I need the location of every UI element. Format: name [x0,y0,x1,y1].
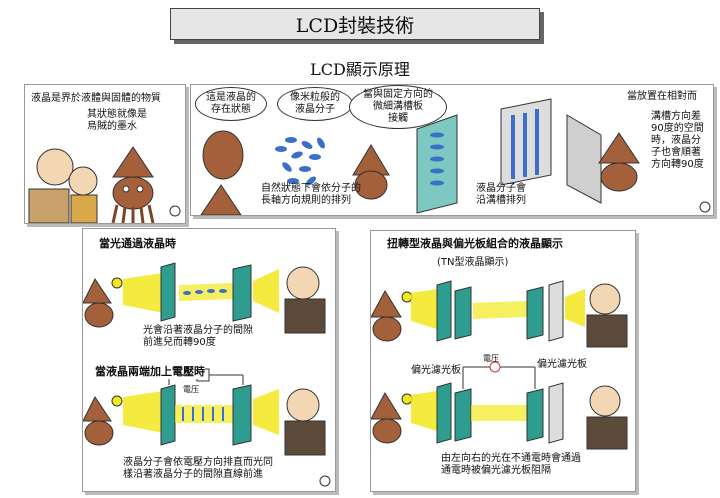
panel4-illustration [371,280,628,450]
panel3-heading1: 當光通過液晶時 [99,237,176,250]
light-beam-out [565,289,585,327]
polarizer-label-left: 偏光濾光板 [411,365,461,376]
groove-plate-left [454,286,472,340]
aligned-molecules [430,132,444,186]
polarizer-left [436,280,452,342]
page-title-text: LCD封裝技術 [295,14,415,37]
groove-plate-left [160,262,176,322]
person-body [284,420,326,456]
panel2-caption1: 自然狀態下會依分子的 長軸方向規則的排列 [261,183,361,206]
page-mark-icon [319,475,331,487]
panel1-illustration [28,146,181,223]
groove-plate-right [232,384,252,446]
straight-light-path [471,405,527,421]
person-head [286,388,320,422]
squid-body [600,162,638,192]
groove-plate-right [526,286,544,340]
person-body [28,188,70,223]
light-beam [123,273,163,313]
squid-head [83,396,112,422]
squid-body [354,170,388,200]
squid-body [112,176,154,210]
person-head [589,283,621,315]
polarizer-left [436,382,452,444]
light-beam [411,391,437,431]
page-subtitle: LCD顯示原理 [310,60,410,79]
person-head [286,266,320,300]
speech-bubble-2: 像米粒般的 液晶分子 [277,87,353,121]
squid-head [200,184,242,215]
page-mark-icon [699,201,711,213]
panel2-right-title: 當放置在相對而 [627,91,697,102]
polarizer-right [548,280,564,342]
panel4-heading: 扭轉型液晶與偏光板組合的液晶顯示 [387,237,563,250]
groove-plate-right [232,264,252,322]
squid-head [598,132,640,164]
light-bulb-icon [401,291,413,303]
twisted-light-path [179,283,233,301]
polarizer-right-blocking [548,382,564,444]
person-body [284,298,326,334]
panel2-right-text: 溝槽方向差 90度的空間 時，液晶分 子也會順著 方向轉90度 [651,111,704,170]
squid-head [371,391,402,420]
squid-head [371,289,402,318]
light-bulb-icon [111,395,123,407]
panel1-line1: 液晶是界於液體與固體的物質 [31,93,161,104]
squid-body [84,302,114,328]
squid-body [202,130,244,180]
person-body [586,416,628,450]
comic-panel-1: 液晶是界於液體與固體的物質 其狀態就像是 烏賊的墨水 [24,84,186,224]
groove-plate-left [454,388,472,442]
person-head [36,148,74,186]
twisted-molecules [511,109,539,179]
squid-body [372,316,402,342]
molecule-row-bottom [182,407,224,421]
light-beam [123,391,163,433]
person-body [70,194,98,223]
panel3-heading2: 當液晶兩端加上電壓時 [95,365,205,379]
scattered-molecules [275,137,325,186]
panel3-illustration [83,262,331,487]
light-bulb-icon [401,393,413,405]
speech-bubble-1: 這是液晶的 存在狀態 [195,87,267,121]
panel1-line2: 其狀態就像是 烏賊的墨水 [87,109,147,132]
panel3-caption2: 液晶分子會依電壓方向排直而光同 樣沿著液晶分子的間隙直線前進 [123,457,273,480]
polarizer-label-right: 偏光濾光板 [537,359,587,370]
groove-plate-right [526,388,544,442]
speech-bubble-3: 當與固定方向的 微細溝槽板 接觸 [349,85,447,129]
person-body [586,314,628,348]
power-source-icon [489,361,501,373]
squid-head [112,146,154,178]
molecule-row-top [183,289,227,295]
page-mark-icon [169,205,181,217]
person-head [589,385,621,417]
page-title: LCD封裝技術 [170,8,540,40]
panel4-subheading: (TN型液晶顯示) [437,257,509,268]
squid-head [83,278,112,304]
light-bulb-icon [111,277,123,289]
comic-panel-3: 當光通過液晶時 光會沿著液晶分子的間隙 前進兒而轉90度 當液晶兩端加上電壓時 … [82,228,336,492]
panel2-illustration [200,98,711,215]
person-head [68,166,98,196]
twisted-light-path [473,301,527,319]
light-beam-out [253,269,279,313]
panel4-caption: 由左向右的光在不通電時會通過 通電時被偏光濾光板阻隔 [441,453,581,476]
groove-plate-left [160,384,176,446]
squid-body [372,418,402,444]
straight-light-path [175,405,235,423]
panel4-voltage-label: 電压 [483,354,499,363]
light-beam-out [253,389,279,435]
light-beam [411,289,437,329]
panel2-caption2: 液晶分子會 沿溝槽排列 [476,183,526,206]
squid-body [84,420,114,446]
panel3-caption1: 光會沿著液晶分子的間隙 前進兒而轉90度 [143,325,253,348]
twist-plate-front [566,114,602,204]
panel3-voltage-label: 電压 [183,385,199,394]
comic-panel-2: 這是液晶的 存在狀態 像米粒般的 液晶分子 當與固定方向的 微細溝槽板 接觸 自… [190,84,714,216]
comic-panel-4: 扭轉型液晶與偏光板組合的液晶顯示 (TN型液晶顯示) 偏光濾光板 偏光濾光板 電… [370,230,636,492]
grooved-plate [416,114,458,214]
